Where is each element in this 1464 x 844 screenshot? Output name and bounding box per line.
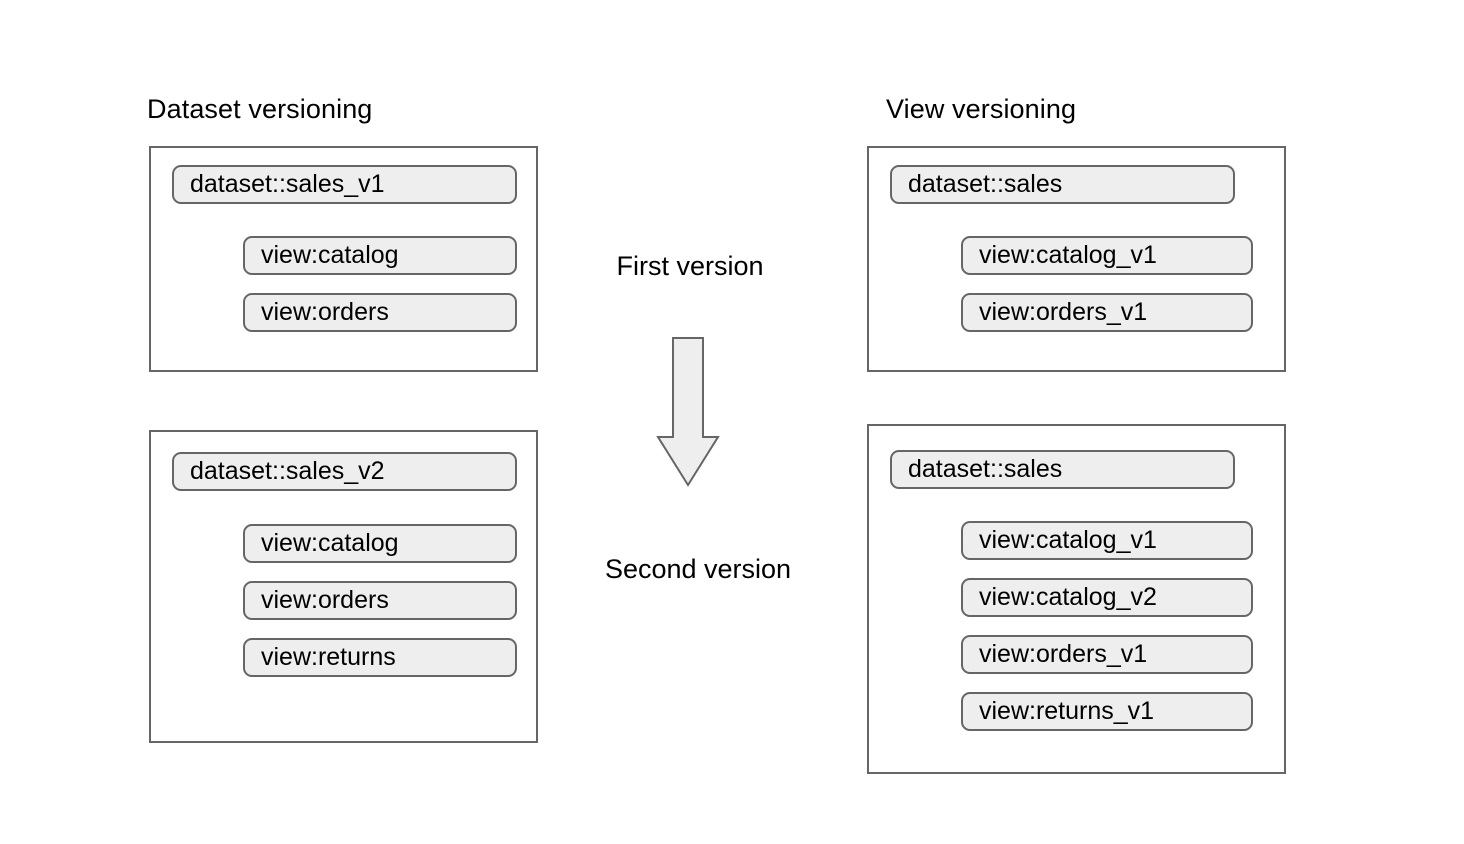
- panel-dataset-version-1: dataset::sales_v1 view:catalog view:orde…: [149, 146, 538, 372]
- panel-view-version-1: dataset::sales view:catalog_v1 view:orde…: [867, 146, 1286, 372]
- dataset-chip-sales[interactable]: dataset::sales: [890, 450, 1235, 489]
- view-chip-catalog-v1[interactable]: view:catalog_v1: [961, 521, 1253, 560]
- view-chip-orders[interactable]: view:orders: [243, 581, 517, 620]
- view-chip-orders-v1[interactable]: view:orders_v1: [961, 635, 1253, 674]
- section-title-dataset-versioning: Dataset versioning: [147, 94, 373, 124]
- view-chip-orders[interactable]: view:orders: [243, 293, 517, 332]
- down-arrow-icon: [656, 337, 720, 487]
- stage-label-first-version: First version: [616, 251, 764, 281]
- panel-view-version-2: dataset::sales view:catalog_v1 view:cata…: [867, 424, 1286, 774]
- view-chip-catalog[interactable]: view:catalog: [243, 236, 517, 275]
- view-chip-catalog[interactable]: view:catalog: [243, 524, 517, 563]
- dataset-chip-sales[interactable]: dataset::sales: [890, 165, 1235, 204]
- view-chip-catalog-v1[interactable]: view:catalog_v1: [961, 236, 1253, 275]
- view-chip-orders-v1[interactable]: view:orders_v1: [961, 293, 1253, 332]
- view-chip-catalog-v2[interactable]: view:catalog_v2: [961, 578, 1253, 617]
- panel-dataset-version-2: dataset::sales_v2 view:catalog view:orde…: [149, 430, 538, 743]
- stage-label-second-version: Second version: [604, 554, 792, 584]
- view-chip-returns[interactable]: view:returns: [243, 638, 517, 677]
- section-title-view-versioning: View versioning: [886, 94, 1077, 124]
- view-chip-returns-v1[interactable]: view:returns_v1: [961, 692, 1253, 731]
- dataset-chip-sales-v1[interactable]: dataset::sales_v1: [172, 165, 517, 204]
- dataset-chip-sales-v2[interactable]: dataset::sales_v2: [172, 452, 517, 491]
